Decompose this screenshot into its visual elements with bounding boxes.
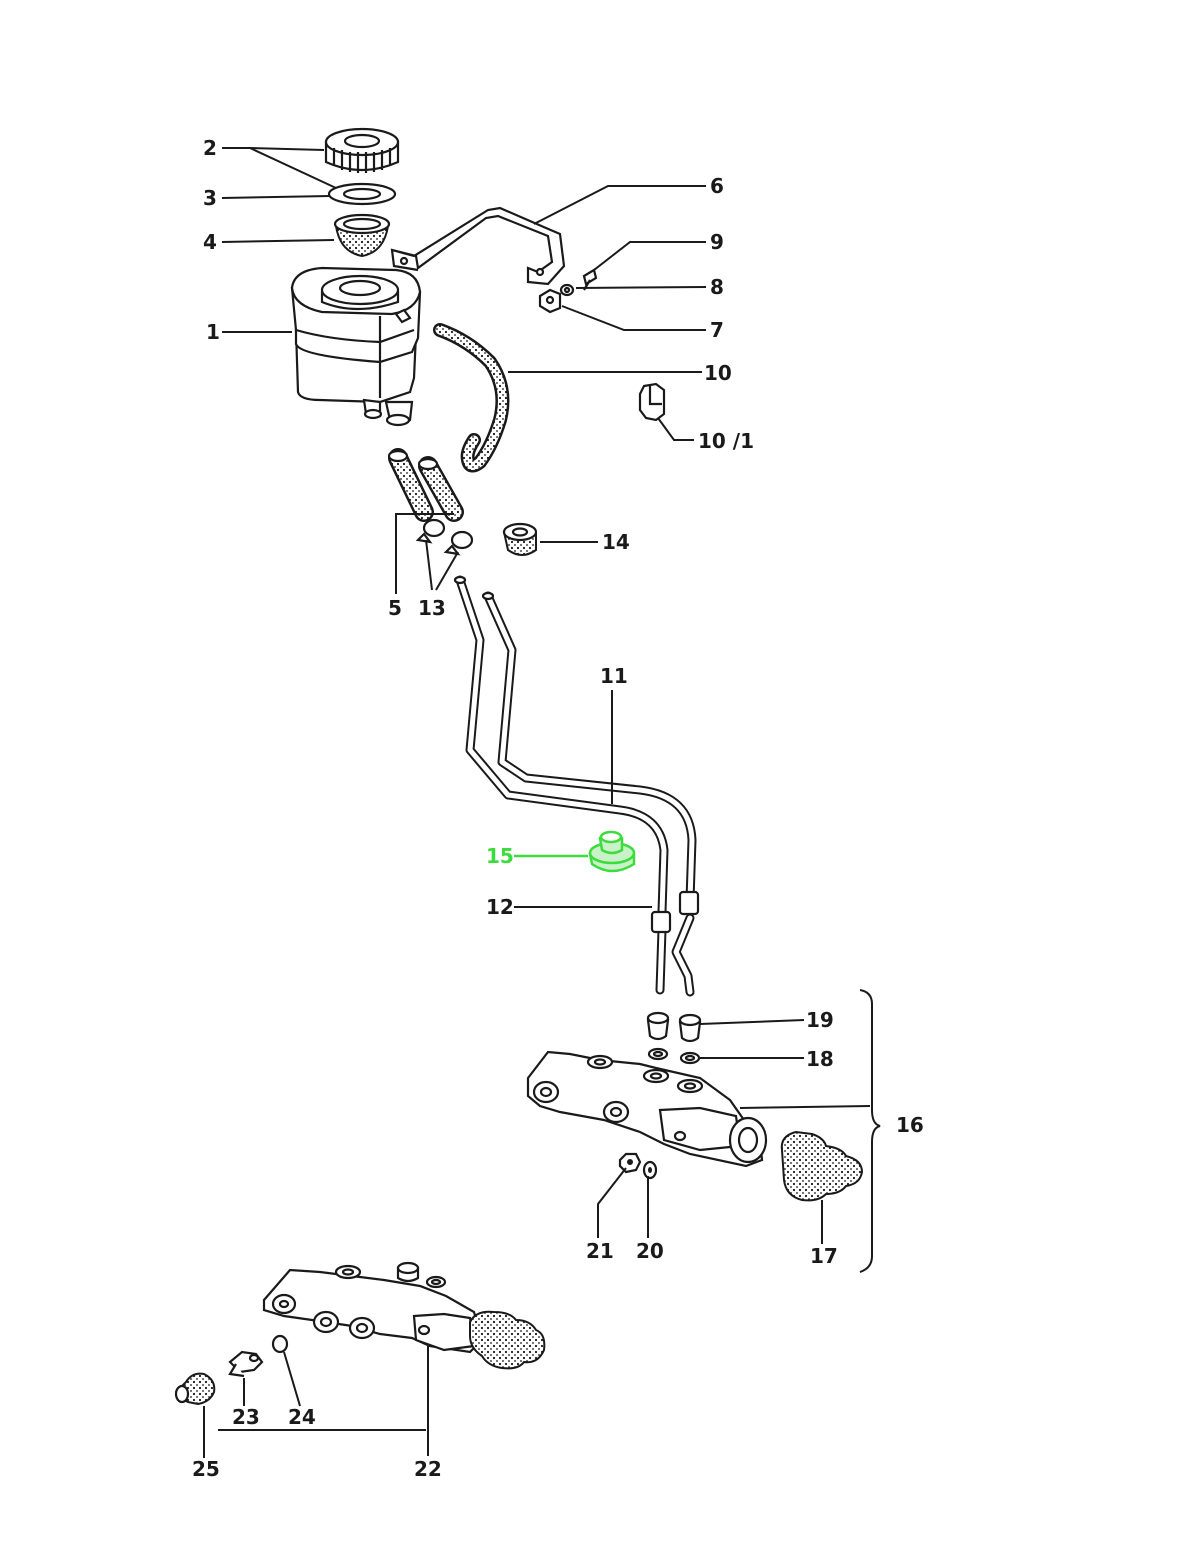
label-9: 9 [710, 230, 724, 254]
label-10: 10 [704, 361, 732, 385]
label-8: 8 [710, 275, 724, 299]
part-7-clip-nut[interactable] [538, 288, 562, 314]
part-6-bracket[interactable] [390, 206, 566, 286]
label-24: 24 [288, 1405, 316, 1429]
label-22: 22 [414, 1457, 442, 1481]
label-2: 2 [203, 136, 217, 160]
label-4: 4 [203, 230, 217, 254]
part-19-plugs[interactable] [646, 1011, 702, 1043]
label-12: 12 [486, 895, 514, 919]
part-20-washer[interactable] [642, 1160, 658, 1180]
label-1: 1 [206, 320, 220, 344]
part-18-seals[interactable] [647, 1047, 701, 1065]
part-4-strainer[interactable] [333, 213, 391, 258]
part-17-boot[interactable] [780, 1130, 864, 1202]
part-23-switch[interactable] [228, 1350, 264, 1378]
label-10-1: 10 /1 [698, 429, 754, 453]
part-5-hoses[interactable] [387, 448, 464, 522]
part-8-washer[interactable] [559, 283, 575, 297]
leader-lines [203, 147, 871, 1458]
part-1-reservoir[interactable] [290, 266, 422, 427]
label-20: 20 [636, 1239, 664, 1263]
label-11: 11 [600, 664, 628, 688]
part-11-brake-pipes[interactable] [453, 575, 697, 917]
label-17: 17 [810, 1244, 838, 1268]
label-5: 5 [388, 596, 402, 620]
part-3-washer[interactable] [327, 182, 397, 206]
part-15-seal-highlighted[interactable] [588, 830, 636, 873]
label-21: 21 [586, 1239, 614, 1263]
label-15-highlighted: 15 [486, 844, 514, 868]
part-2-reservoir-cap[interactable] [324, 127, 400, 173]
part-10-1-hose-clip[interactable] [638, 382, 666, 422]
label-7: 7 [710, 318, 724, 342]
label-19: 19 [806, 1008, 834, 1032]
label-6: 6 [710, 174, 724, 198]
part-24-o-ring[interactable] [271, 1334, 289, 1354]
label-13: 13 [418, 596, 446, 620]
part-14-grommet[interactable] [502, 522, 538, 556]
part-10-vent-hose[interactable] [433, 323, 510, 473]
part-number-labels: 1 2 3 4 5 6 7 8 9 10 10 /1 11 12 13 14 1… [192, 136, 924, 1481]
part-21-nut[interactable] [618, 1152, 642, 1174]
label-16: 16 [896, 1113, 924, 1137]
label-14: 14 [602, 530, 630, 554]
part-25-switch-boot[interactable] [174, 1372, 216, 1406]
part-16-group-bracket [859, 989, 881, 1273]
label-3: 3 [203, 186, 217, 210]
part-16-master-cylinder[interactable] [526, 1050, 768, 1168]
label-18: 18 [806, 1047, 834, 1071]
label-25: 25 [192, 1457, 220, 1481]
label-23: 23 [232, 1405, 260, 1429]
part-22-master-cylinder[interactable] [262, 1261, 546, 1370]
part-12-pipe-unions[interactable] [650, 890, 700, 997]
